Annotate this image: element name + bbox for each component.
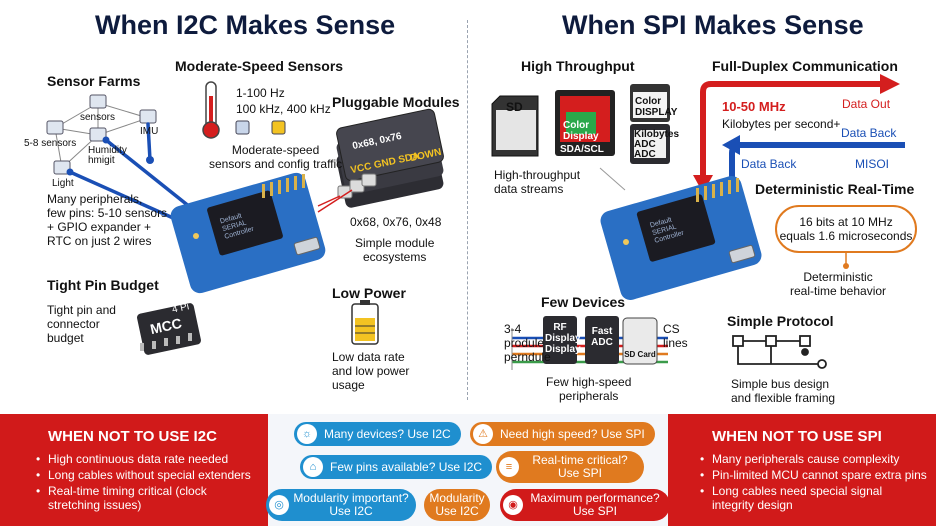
i2c-title: When I2C Makes Sense (95, 10, 396, 40)
sun-icon: ☼ (297, 424, 317, 444)
rf-display-module-icon (543, 316, 577, 364)
data-back-label: Data Back (841, 126, 897, 140)
low-power-desc: Low data rate and low power usage (332, 350, 410, 392)
color-display-icon-2 (630, 84, 670, 122)
not-spi-heading: WHEN NOT TO USE SPI (712, 428, 882, 445)
low-power-heading: Low Power (332, 285, 406, 301)
full-duplex-heading: Full-Duplex Communication (712, 58, 898, 74)
few-devices-heading: Few Devices (541, 294, 626, 310)
pill-modularity-important: ◎ Modularity important?Use I2C (266, 489, 416, 521)
pill-many-devices: ☼ Many devices? Use I2C (294, 422, 461, 446)
bus-speeds: 100 kHz, 400 kHz (236, 102, 331, 116)
alert-icon: ⚠ (473, 424, 493, 444)
not-i2c-heading: WHEN NOT TO USE I2C (48, 428, 217, 445)
tight-pin-heading: Tight Pin Budget (47, 277, 159, 293)
protocol-diagram-icon (732, 335, 827, 369)
data-out-label: Data Out (842, 97, 891, 111)
sd-card-module-icon (622, 317, 658, 365)
thermometer-icon (202, 81, 220, 139)
pill-high-speed: ⚠ Need high speed? Use SPI (470, 422, 655, 446)
tight-pin-desc: Tight pin and connector budget (47, 303, 116, 345)
list-item: Long cables need special signalintegrity… (700, 484, 932, 512)
pluggable-modules-heading: Pluggable Modules (332, 94, 460, 110)
layers-icon: ≡ (499, 457, 519, 477)
fast-adc-module-icon (585, 316, 619, 364)
list-item: High continuous data rate needed (36, 452, 264, 466)
list-item: Real-time timing critical (clockstretchi… (36, 484, 264, 512)
light-label: Light (52, 178, 74, 189)
module-connector-icon (337, 173, 377, 199)
data-back-label-2: Data Back (741, 157, 797, 171)
frequency-range: 1-100 Hz (236, 86, 285, 100)
deterministic-heading: Deterministic Real-Time (755, 181, 915, 197)
list-item: Many peripherals cause complexity (700, 452, 932, 466)
sensor-icon (46, 94, 157, 175)
diagram-graphics (46, 74, 917, 370)
data-back-arrow (722, 135, 905, 185)
sensor-farms-desc: Many peripherals, few pins: 5-10 sensors… (47, 192, 168, 248)
moderate-speed-desc: Moderate-speed sensors and config traffi… (209, 143, 343, 171)
adc-module-icon (630, 124, 670, 164)
globe-icon: ◎ (269, 495, 289, 515)
sensor-chip-icon (271, 120, 286, 135)
battery-icon (351, 300, 379, 345)
humidity-label: Humidity (88, 145, 127, 156)
sensor-farms-heading: Sensor Farms (47, 73, 141, 89)
home-icon: ⌂ (303, 457, 323, 477)
sd-card-icon (491, 95, 539, 157)
pill-real-time: ≡ Real-time critical?Use SPI (496, 451, 644, 483)
module-addresses: 0x68, 0x76, 0x48 (350, 215, 442, 229)
sensor-label: sensors (80, 112, 116, 123)
list-item: Pin-limited MCU cannot spare extra pins (700, 468, 932, 482)
mcu-board-right (600, 176, 762, 300)
sd-label: SD (506, 100, 523, 114)
sensor-chip-icon (235, 120, 250, 135)
mcc-chip-icon (137, 303, 201, 355)
pluggable-desc: Simple module ecosystems (355, 236, 435, 264)
moderate-speed-heading: Moderate-Speed Sensors (175, 58, 344, 74)
hmigit-label: hmigit (88, 155, 115, 166)
simple-protocol-heading: Simple Protocol (727, 313, 834, 329)
sensor-count-label: 5-8 sensors (24, 138, 77, 149)
list-item: Long cables without special extenders (36, 468, 264, 482)
mcu-board-left (170, 172, 326, 294)
sda-scl-label: SDA/SCL (560, 144, 604, 155)
color-display-icon (555, 90, 615, 156)
target-icon: ◉ (503, 495, 523, 515)
kilobytes-per-second: Kilobytes per second+ (722, 117, 841, 131)
high-throughput-heading: High Throughput (521, 58, 635, 74)
spi-speed: 10-50 MHz (722, 99, 786, 114)
pill-few-pins: ⌂ Few pins available? Use I2C (300, 455, 493, 479)
imu-label: IMU (140, 126, 159, 137)
pill-max-performance: ◉ Maximum performance?Use SPI (500, 489, 670, 521)
miso-label: MISOI (855, 157, 890, 171)
not-spi-list: Many peripherals cause complexity Pin-li… (700, 452, 932, 514)
sd-card-label: SD Card (624, 350, 656, 359)
not-i2c-list: High continuous data rate needed Long ca… (36, 452, 264, 514)
spi-title: When SPI Makes Sense (562, 10, 864, 40)
center-divider (467, 20, 468, 400)
